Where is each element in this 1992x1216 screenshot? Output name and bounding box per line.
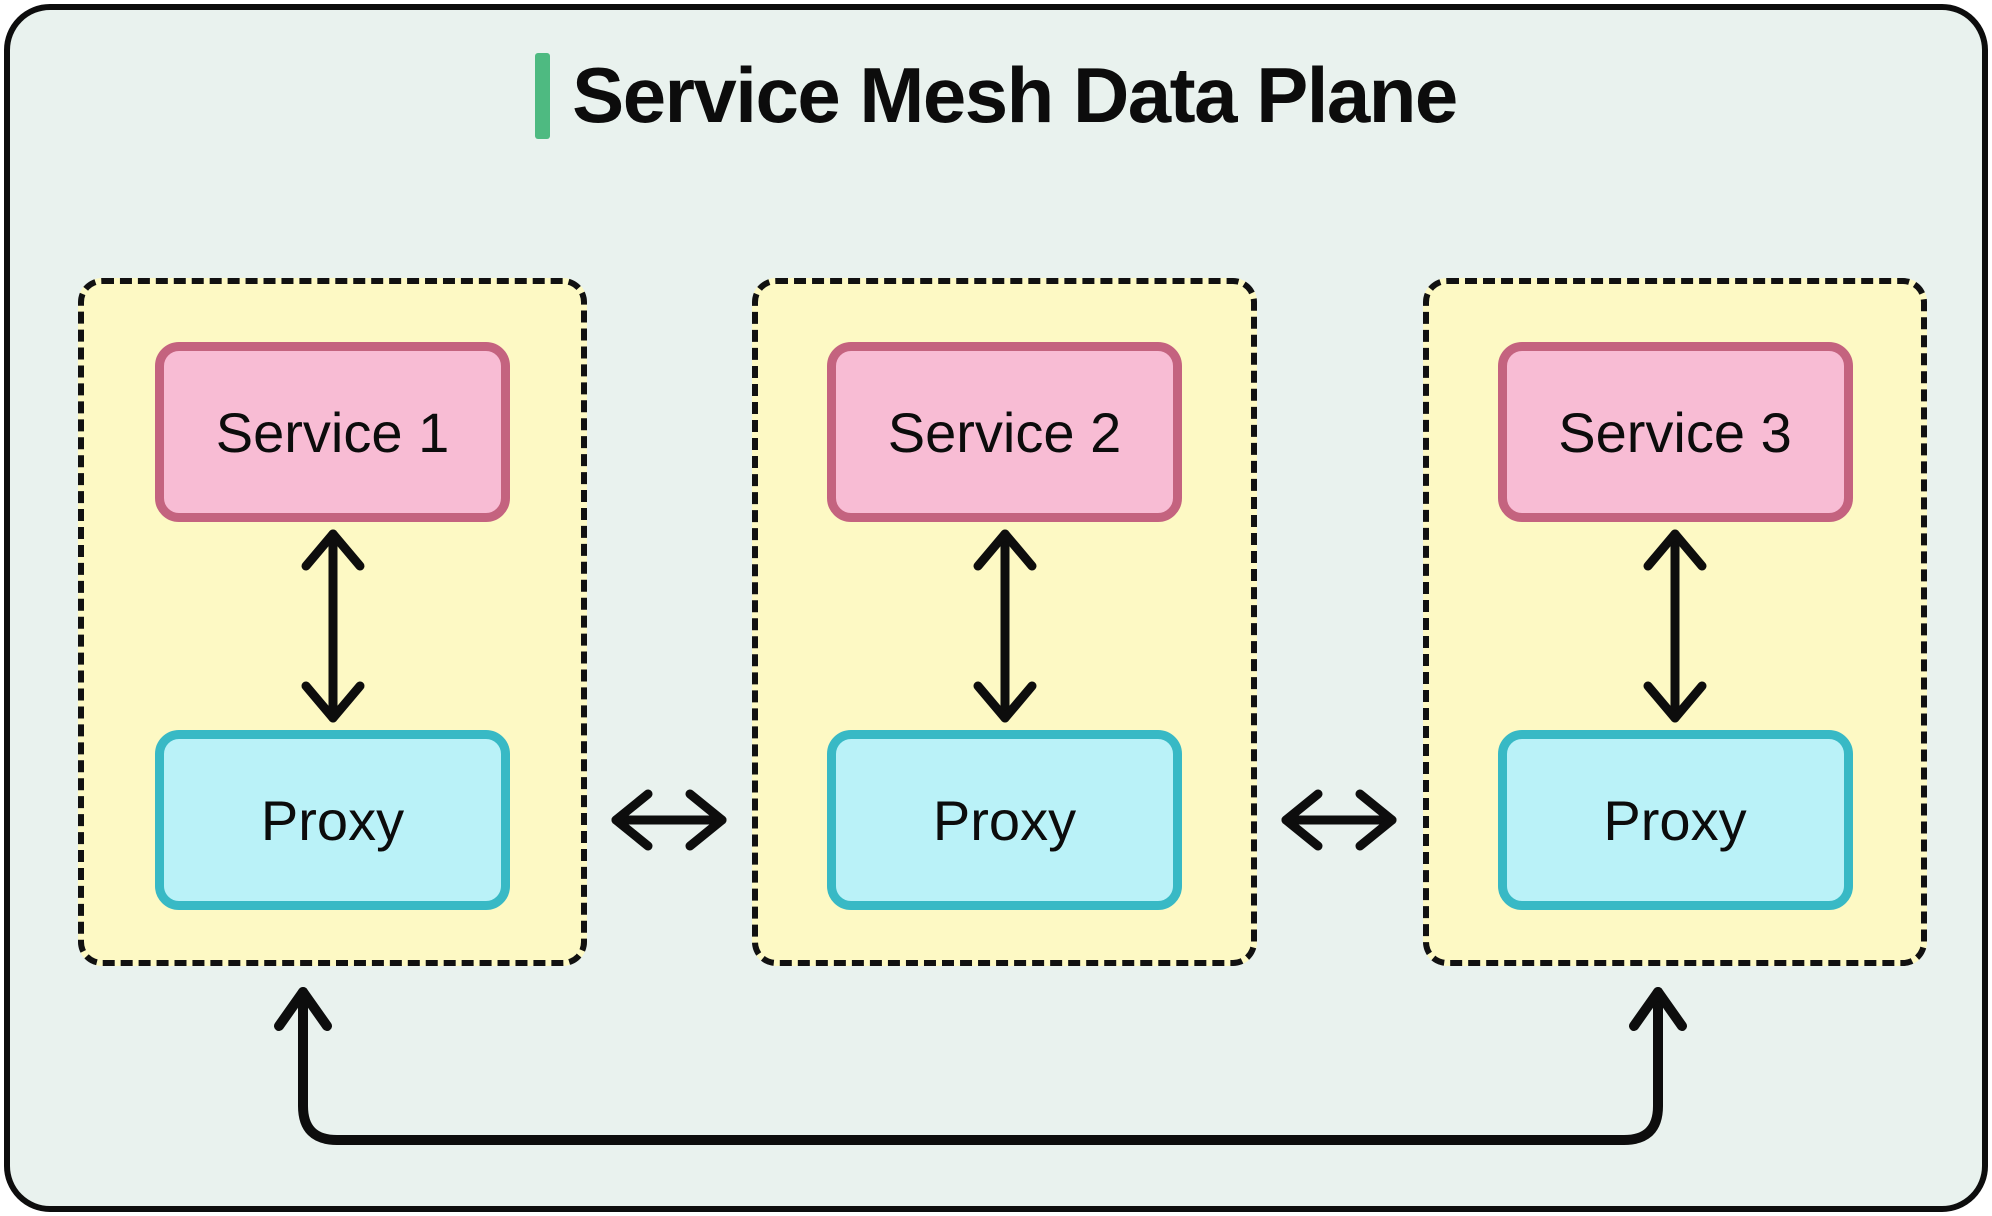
diagram-title: Service Mesh Data Plane (572, 51, 1458, 139)
service-proxy-arrow-icon (301, 529, 364, 723)
title-bar: Service Mesh Data Plane (10, 50, 1982, 141)
proxy-2-node: Proxy (827, 730, 1182, 910)
proxy-3-label: Proxy (1603, 788, 1747, 852)
service-3-node: Service 3 (1497, 342, 1853, 522)
service-1-node: Service 1 (155, 342, 510, 522)
diagram-frame: Service Mesh Data Plane Service 1 Proxy … (4, 4, 1988, 1212)
service-2-label: Service 2 (887, 400, 1122, 464)
proxy-2-label: Proxy (932, 788, 1077, 852)
mesh-loop-arrow-icon (274, 987, 1687, 1145)
service-1-label: Service 1 (215, 400, 450, 464)
service-proxy-arrow-icon (1643, 529, 1707, 723)
proxy-3-node: Proxy (1497, 730, 1853, 910)
proxy-1-label: Proxy (260, 788, 405, 852)
pod-3: Service 3 Proxy (1423, 278, 1927, 966)
pod-1: Service 1 Proxy (78, 278, 587, 966)
service-2-node: Service 2 (827, 342, 1182, 522)
pod-2: Service 2 Proxy (752, 278, 1257, 966)
title-accent-bar (535, 52, 551, 139)
service-proxy-arrow-icon (973, 529, 1036, 723)
proxy-1-node: Proxy (155, 730, 510, 910)
proxy2-proxy3-arrow-icon (1281, 789, 1397, 851)
proxy1-proxy2-arrow-icon (611, 789, 727, 851)
service-3-label: Service 3 (1558, 400, 1792, 464)
